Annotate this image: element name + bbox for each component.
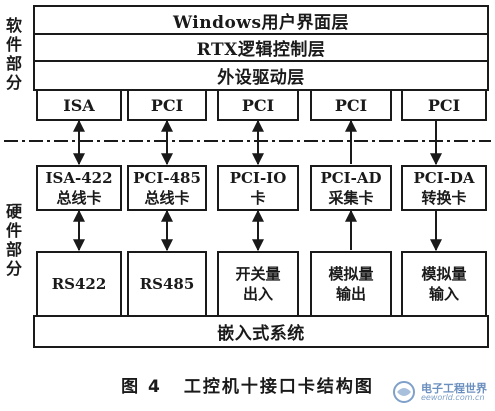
- embedded-system-bar: 嵌入式系统: [33, 315, 489, 348]
- io-analog-input: 模拟量 输入: [401, 251, 487, 317]
- eeworld-watermark: 电子工程世界 eeworld.com.cn: [391, 379, 487, 405]
- port-isa: ISA: [36, 89, 122, 121]
- card-pci-ad: PCI-AD 采集卡: [310, 165, 392, 211]
- figure-title: 工控机十接口卡结构图: [183, 377, 374, 397]
- io-switch-inout: 开关量 出入: [217, 251, 299, 317]
- windows-ui-layer: Windows用户界面层: [33, 5, 489, 35]
- port-pci-3: PCI: [310, 89, 392, 121]
- peripheral-driver-layer: 外设驱动层: [33, 60, 489, 91]
- port-pci-4: PCI: [401, 89, 487, 121]
- io-analog-output: 模拟量 输出: [310, 251, 392, 317]
- port-pci-2: PCI: [217, 89, 299, 121]
- rtx-logic-layer: RTX逻辑控制层: [33, 33, 489, 62]
- watermark-text: 电子工程世界: [421, 382, 487, 395]
- eeworld-logo-icon: [393, 381, 415, 403]
- watermark-site: eeworld.com.cn: [421, 393, 485, 402]
- card-pci-da: PCI-DA 转换卡: [401, 165, 487, 211]
- software-part-label: 软 件 部 分: [5, 16, 22, 92]
- figure-number: 图 4: [121, 377, 162, 397]
- io-rs422: RS422: [36, 251, 122, 317]
- figure-caption: 图 4 工控机十接口卡结构图: [0, 372, 495, 397]
- card-isa-422: ISA-422 总线卡: [36, 165, 122, 211]
- port-pci-1: PCI: [127, 89, 207, 121]
- card-pci-485: PCI-485 总线卡: [127, 165, 207, 211]
- card-pci-io: PCI-IO 卡: [217, 165, 299, 211]
- hardware-part-label: 硬 件 部 分: [5, 202, 22, 278]
- io-rs485: RS485: [127, 251, 207, 317]
